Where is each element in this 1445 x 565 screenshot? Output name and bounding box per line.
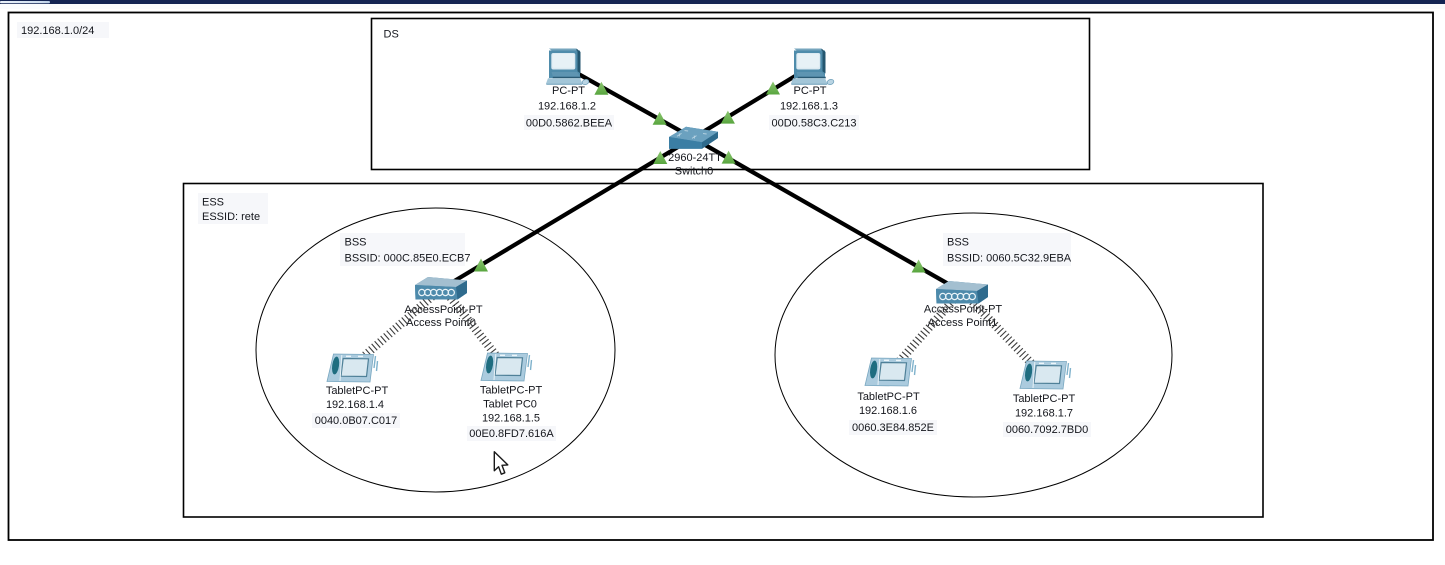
- svg-text:Switch0: Switch0: [675, 166, 714, 178]
- svg-text:TabletPC-PT: TabletPC-PT: [326, 385, 389, 397]
- svg-text:0060.7092.7BD0: 0060.7092.7BD0: [1006, 424, 1089, 436]
- svg-text:00D0.5862.BEEA: 00D0.5862.BEEA: [526, 118, 613, 130]
- svg-text:192.168.1.5: 192.168.1.5: [482, 413, 540, 425]
- svg-text:ESS: ESS: [202, 197, 224, 209]
- svg-text:192.168.1.7: 192.168.1.7: [1015, 408, 1073, 420]
- svg-text:00D0.58C3.C213: 00D0.58C3.C213: [771, 118, 856, 130]
- svg-text:BSS: BSS: [947, 237, 969, 249]
- svg-text:BSSID: 000C.85E0.ECB7: BSSID: 000C.85E0.ECB7: [345, 253, 471, 265]
- svg-text:192.168.1.4: 192.168.1.4: [326, 399, 384, 411]
- svg-text:TabletPC-PT: TabletPC-PT: [480, 385, 543, 397]
- svg-text:TabletPC-PT: TabletPC-PT: [857, 391, 920, 403]
- svg-text:AccessPoint-PT: AccessPoint-PT: [924, 304, 1003, 316]
- svg-text:PC-PT: PC-PT: [794, 85, 827, 97]
- svg-text:Access Point0: Access Point0: [406, 317, 476, 329]
- svg-text:2960-24TT: 2960-24TT: [668, 152, 722, 164]
- svg-text:BSS: BSS: [345, 237, 367, 249]
- svg-text:DS: DS: [384, 29, 399, 41]
- svg-text:ESSID: rete: ESSID: rete: [202, 211, 260, 223]
- svg-text:192.168.1.0/24: 192.168.1.0/24: [21, 25, 94, 37]
- svg-text:0060.3E84.852E: 0060.3E84.852E: [852, 422, 934, 434]
- svg-text:192.168.1.3: 192.168.1.3: [780, 101, 838, 113]
- svg-text:192.168.1.6: 192.168.1.6: [859, 405, 917, 417]
- svg-text:TabletPC-PT: TabletPC-PT: [1013, 393, 1076, 405]
- svg-text:PC-PT: PC-PT: [552, 85, 585, 97]
- svg-text:192.168.1.2: 192.168.1.2: [538, 101, 596, 113]
- svg-text:0040.0B07.C017: 0040.0B07.C017: [315, 415, 398, 427]
- svg-text:Tablet PC0: Tablet PC0: [483, 399, 537, 411]
- svg-text:BSSID: 0060.5C32.9EBA: BSSID: 0060.5C32.9EBA: [947, 253, 1072, 265]
- svg-text:Access Point1: Access Point1: [928, 317, 998, 329]
- svg-text:00E0.8FD7.616A: 00E0.8FD7.616A: [469, 428, 554, 440]
